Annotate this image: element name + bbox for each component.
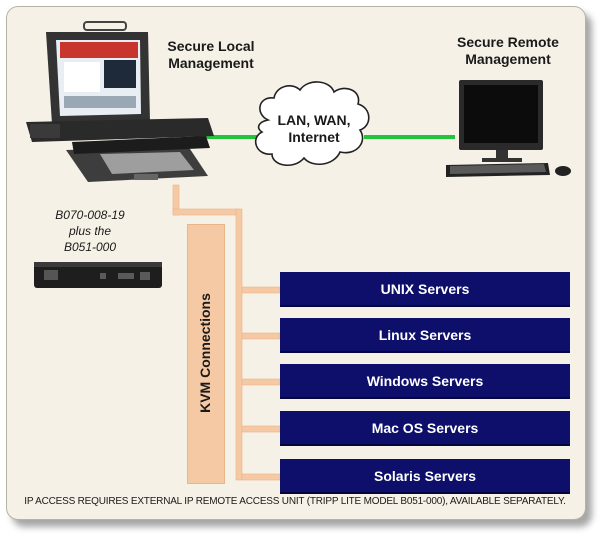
server-box-linux: Linux Servers — [280, 318, 570, 353]
network-label: LAN, WAN, Internet — [262, 112, 366, 146]
model-line: B070-008-19 — [55, 208, 125, 222]
model-line: B051-000 — [63, 240, 117, 254]
ip-remote-unit-icon — [34, 262, 162, 288]
model-label: B070-008-19 plus the B051-000 — [30, 207, 150, 255]
local-management-title: Secure Local Management — [167, 38, 255, 71]
kvm-cables — [172, 184, 281, 481]
server-box-windows: Windows Servers — [280, 364, 570, 399]
cloud-icon — [254, 81, 370, 166]
server-box-unix: UNIX Servers — [280, 272, 570, 307]
remote-management-title: Secure Remote Management — [457, 34, 559, 67]
remote-workstation-icon — [446, 80, 571, 177]
console-drawer-icon — [26, 21, 214, 182]
network-line: Internet — [288, 129, 340, 145]
server-box-macos: Mac OS Servers — [280, 411, 570, 446]
network-line: LAN, WAN, — [277, 112, 351, 128]
kvm-connections-label: KVM Connections — [197, 293, 213, 413]
kvm-connections-bar — [187, 224, 225, 484]
server-box-solaris: Solaris Servers — [280, 459, 570, 494]
model-line: plus the — [68, 224, 112, 238]
footnote: IP ACCESS REQUIRES EXTERNAL IP REMOTE AC… — [24, 496, 566, 507]
